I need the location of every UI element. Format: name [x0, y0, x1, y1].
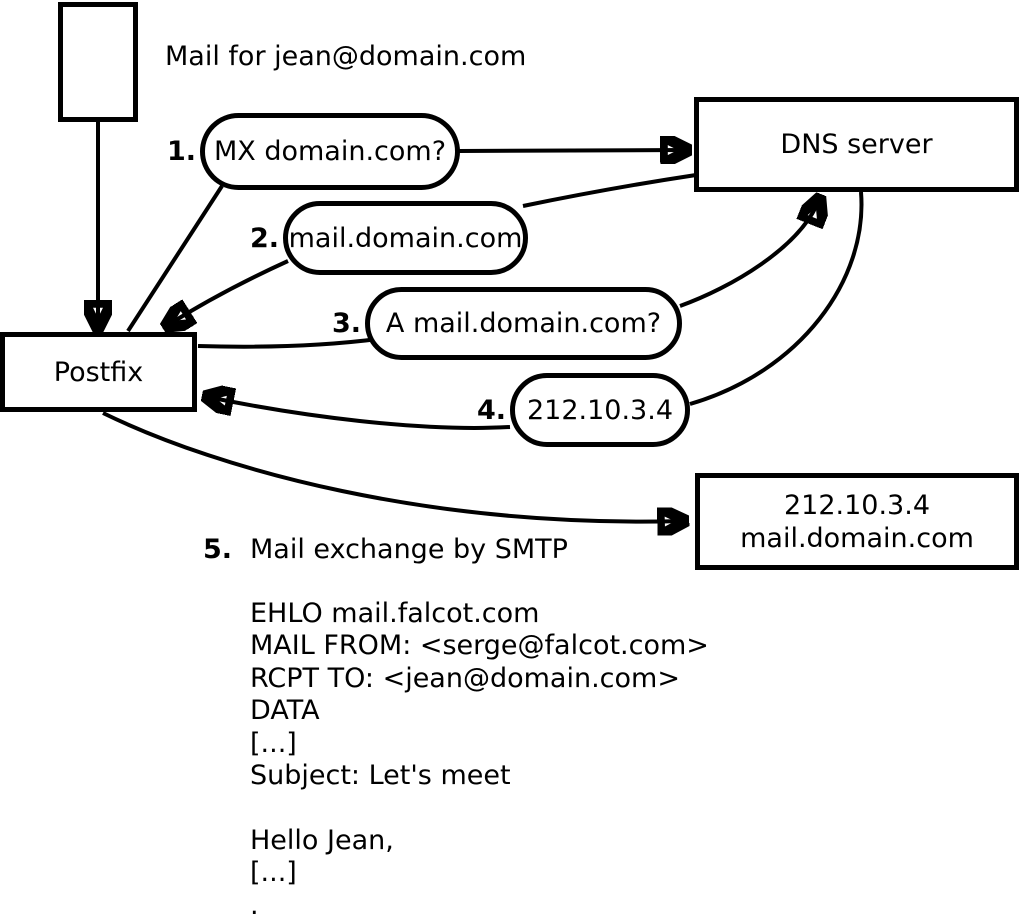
arrow-mx-query-to-dns — [458, 150, 686, 151]
step-number-1: 1. — [166, 136, 196, 167]
step-number-4: 4. — [476, 395, 506, 426]
step-number-5: 5. — [202, 534, 232, 565]
pill-a-answer-label: 212.10.3.4 — [527, 394, 673, 426]
mail-message-box — [58, 2, 138, 122]
smtp-line: MAIL FROM: <serge@falcot.com> — [250, 630, 709, 662]
arrow-postfix-to-mailserver — [102, 411, 683, 522]
pill-a-query-label: A mail.domain.com? — [385, 308, 662, 339]
postfix-label: Postfix — [53, 356, 144, 388]
dns-server-label: DNS server — [780, 129, 933, 160]
pill-mx-query: MX domain.com? — [200, 113, 460, 190]
pill-a-answer: 212.10.3.4 — [510, 373, 690, 447]
smtp-line: Subject: Let's meet — [250, 759, 511, 791]
mail-server-hostname: mail.domain.com — [740, 522, 974, 554]
smtp-line: DATA — [250, 695, 320, 727]
smtp-session-transcript: EHLO mail.falcot.com MAIL FROM: <serge@f… — [250, 598, 709, 919]
smtp-line: [...] — [250, 857, 297, 889]
pill-mx-query-label: MX domain.com? — [213, 136, 447, 167]
smtp-line: EHLO mail.falcot.com — [250, 598, 540, 629]
smtp-line — [250, 792, 709, 824]
step-number-2: 2. — [249, 223, 279, 254]
smtp-line: RCPT TO: <jean@domain.com> — [250, 662, 680, 694]
line-postfix-to-mx-query — [126, 184, 224, 333]
arrow-mx-answer-to-postfix — [168, 259, 289, 325]
postfix-node: Postfix — [0, 332, 197, 412]
line-postfix-to-a-query — [197, 337, 379, 349]
smtp-line: Hello Jean, — [250, 824, 394, 856]
smtp-exchange-label: Mail exchange by SMTP — [250, 534, 568, 565]
pill-mx-answer-label: mail.domain.com — [288, 222, 523, 254]
step-number-3: 3. — [331, 308, 361, 339]
line-dns-to-a-answer — [689, 191, 864, 406]
arrow-a-query-to-dns — [679, 200, 819, 308]
mail-server-node: 212.10.3.4 mail.domain.com — [695, 473, 1019, 570]
pill-mx-answer: mail.domain.com — [283, 201, 528, 275]
smtp-line: [...] — [250, 727, 297, 759]
smtp-line: . — [250, 889, 259, 919]
arrow-a-answer-to-postfix — [208, 397, 511, 430]
dns-server-node: DNS server — [694, 97, 1019, 192]
mail-title: Mail for jean@domain.com — [165, 41, 527, 72]
mail-server-ip: 212.10.3.4 — [784, 489, 930, 521]
line-dns-to-mx-answer — [522, 173, 697, 208]
pill-a-query: A mail.domain.com? — [365, 287, 682, 360]
